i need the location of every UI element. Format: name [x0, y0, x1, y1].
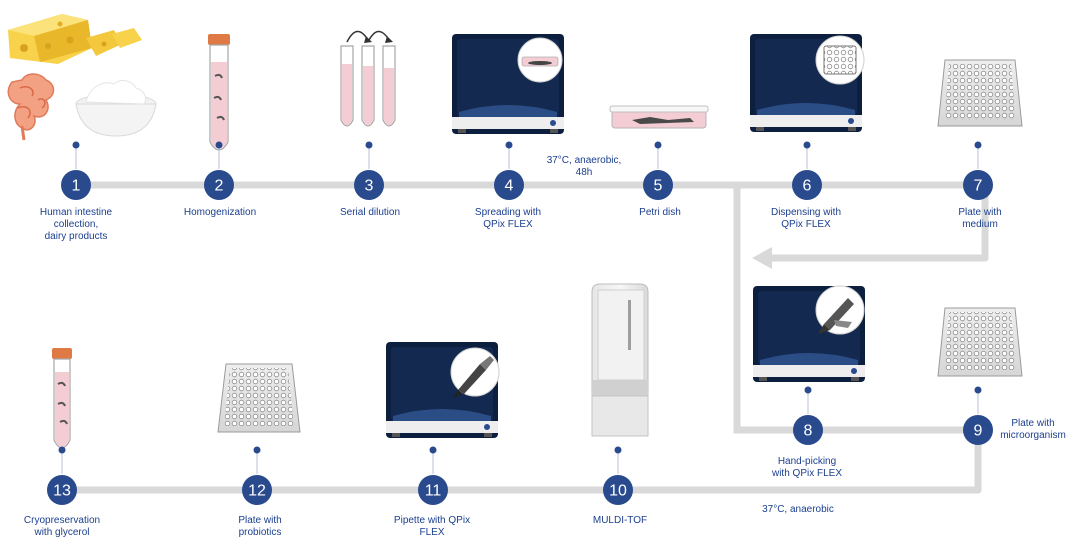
step-2-label: Homogenization [183, 207, 257, 218]
step-1-node: 1 [61, 141, 91, 200]
step-number: 5 [654, 178, 663, 195]
step-10-label: MULDI-TOF [592, 515, 648, 526]
step-10-node: 10 [603, 446, 633, 505]
dilution-tubes-icon [340, 30, 396, 127]
step-12-node: 12 [242, 446, 272, 505]
step-9-node: 9 [963, 386, 993, 445]
step-number-circle [354, 170, 384, 200]
incubation-condition-48h: 37°C, anaerobic,48h [546, 155, 622, 178]
connector-dot [974, 386, 982, 394]
connector-dot [654, 141, 662, 149]
connector-dot [58, 446, 66, 454]
step-number-circle [793, 415, 823, 445]
step-number: 13 [53, 483, 71, 500]
step-number-circle [204, 170, 234, 200]
step-8-node: 8 [793, 386, 823, 445]
step-number-circle [494, 170, 524, 200]
connector-dot [253, 446, 261, 454]
step-number-circle [61, 170, 91, 200]
step-5-label: Petri dish [639, 207, 681, 218]
qpix-machine-icon [753, 285, 865, 382]
step-13-node: 13 [47, 446, 77, 505]
petri-dish-icon [609, 105, 709, 129]
connector-dot [614, 446, 622, 454]
connector-dot [804, 386, 812, 394]
connector-dot [429, 446, 437, 454]
connector-dot [215, 141, 223, 149]
step-number: 11 [425, 483, 442, 500]
step-number: 12 [248, 483, 266, 500]
tube-icon [52, 348, 72, 449]
well-plate-icon [937, 59, 1023, 127]
well-plate-icon [217, 363, 301, 433]
step-6-node: 6 [792, 141, 822, 200]
step-number: 10 [609, 483, 627, 500]
incubation-condition: 37°C, anaerobic [762, 504, 834, 515]
step-5-node: 5 [643, 141, 673, 200]
step-number-circle [792, 170, 822, 200]
samples-icon [7, 14, 157, 141]
connector-dot [72, 141, 80, 149]
step-number: 4 [505, 178, 514, 195]
return-arrow-head [752, 247, 772, 269]
step-number: 9 [974, 423, 983, 440]
step-number-circle [47, 475, 77, 505]
step-number: 8 [804, 423, 813, 440]
tube-icon [208, 34, 230, 151]
step-number-circle [603, 475, 633, 505]
connector-dot [974, 141, 982, 149]
step-7-node: 7 [963, 141, 993, 200]
connector-dot [505, 141, 513, 149]
qpix-machine-icon [452, 34, 564, 134]
step-number: 3 [365, 178, 374, 195]
maldi-tof-instrument-icon [591, 283, 649, 437]
step-number: 7 [974, 178, 983, 195]
qpix-machine-icon [750, 34, 865, 132]
step-2-node: 2 [204, 141, 234, 200]
connector-dot [365, 141, 373, 149]
step-number-circle [963, 170, 993, 200]
step-number: 1 [72, 178, 81, 195]
step-11-node: 11 [418, 446, 448, 505]
step-number: 2 [215, 178, 224, 195]
connector-dot [803, 141, 811, 149]
step-number-circle [643, 170, 673, 200]
step-number: 6 [803, 178, 812, 195]
step-number-circle [963, 415, 993, 445]
branch-line [733, 181, 982, 494]
step-number-circle [418, 475, 448, 505]
step-3-label: Serial dilution [339, 207, 401, 218]
qpix-machine-icon [386, 342, 500, 438]
step-3-node: 3 [354, 141, 384, 200]
step-4-node: 4 [494, 141, 524, 200]
step-number-circle [242, 475, 272, 505]
well-plate-icon [937, 307, 1023, 377]
